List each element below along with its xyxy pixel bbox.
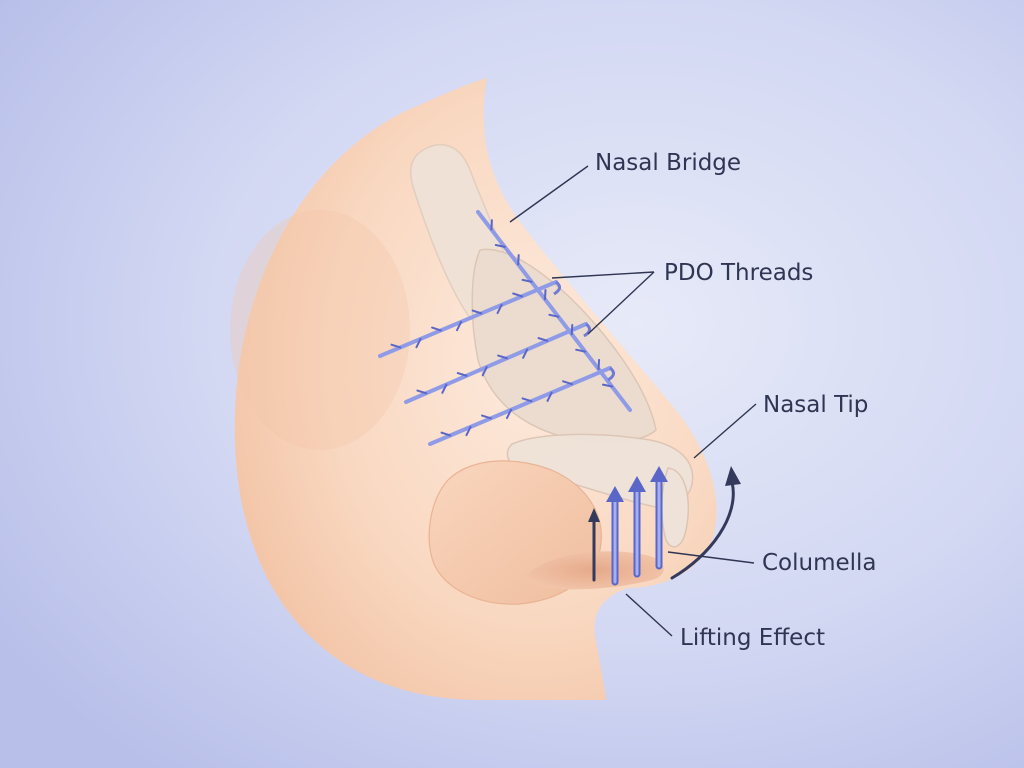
- cheek-shading: [230, 210, 410, 450]
- thread-barb: [601, 383, 613, 388]
- thread-barb: [521, 397, 533, 403]
- leader-lines: [509, 165, 757, 637]
- thread-barb: [548, 313, 560, 318]
- leader-nasal-bridge: [509, 165, 589, 223]
- thread-barb: [390, 343, 402, 349]
- pdo-thread-upper: [378, 280, 558, 358]
- leader-nasal-tip: [693, 403, 757, 459]
- thread-barb: [497, 354, 508, 360]
- thread-barb: [494, 244, 506, 248]
- thread-barb: [562, 380, 573, 386]
- thread-barb: [465, 425, 472, 437]
- thread-barb: [455, 320, 463, 332]
- lifting-arrows: [588, 466, 741, 586]
- lift-arrow-3: [650, 466, 668, 570]
- leader-pdo-1: [551, 271, 655, 279]
- curved-rotation-arrow: [670, 466, 741, 580]
- pdo-thread-dorsal: [476, 210, 632, 412]
- thread-barb: [575, 348, 587, 353]
- leader-columella: [667, 551, 755, 564]
- lift-arrow-small: [588, 508, 600, 582]
- thread-barb: [546, 391, 553, 402]
- label-columella: Columella: [762, 550, 877, 576]
- leader-lifting-effect: [625, 593, 673, 637]
- thread-barbs: [390, 219, 613, 437]
- thread-barb: [440, 431, 452, 437]
- lift-arrow-1: [606, 486, 624, 586]
- thread-hook-middle: [583, 322, 591, 338]
- thread-barb: [456, 372, 468, 377]
- thread-hook-lower: [607, 366, 615, 382]
- thread-barb: [496, 303, 503, 315]
- label-nasal-tip: Nasal Tip: [763, 392, 868, 418]
- thread-barb: [522, 348, 529, 359]
- label-nasal-bridge: Nasal Bridge: [595, 150, 741, 176]
- thread-barb: [512, 292, 523, 298]
- pdo-thread-middle: [404, 322, 588, 404]
- label-pdo-threads: PDO Threads: [664, 260, 813, 286]
- thread-barb: [441, 383, 448, 394]
- thread-barb: [481, 414, 492, 420]
- thread-barb: [481, 366, 488, 377]
- thread-barb: [431, 326, 442, 332]
- thread-barb: [521, 278, 533, 283]
- thread-barb: [505, 408, 513, 420]
- thread-hook-upper: [553, 280, 561, 296]
- thread-barb: [415, 337, 422, 349]
- thread-barb: [537, 337, 549, 342]
- thread-barb: [471, 309, 483, 315]
- leader-pdo-2: [587, 271, 655, 335]
- thread-barb: [416, 389, 428, 395]
- pdo-threads: [378, 210, 632, 446]
- pdo-thread-lower: [428, 366, 612, 446]
- label-lifting-effect: Lifting Effect: [680, 625, 825, 651]
- lift-arrow-2: [628, 476, 646, 578]
